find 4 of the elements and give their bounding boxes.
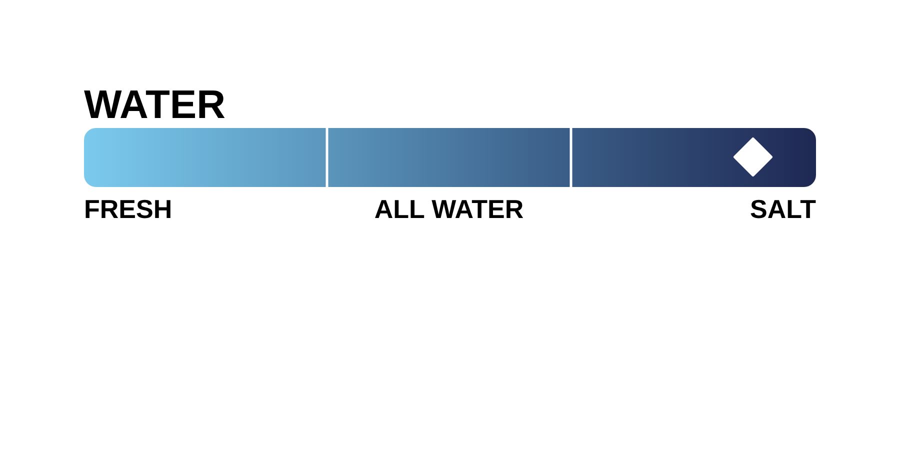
- scale-label: ALL WATER: [374, 196, 524, 222]
- scale-label: SALT: [750, 196, 816, 222]
- scale-title: WATER: [84, 85, 226, 125]
- scale-label: FRESH: [84, 196, 172, 222]
